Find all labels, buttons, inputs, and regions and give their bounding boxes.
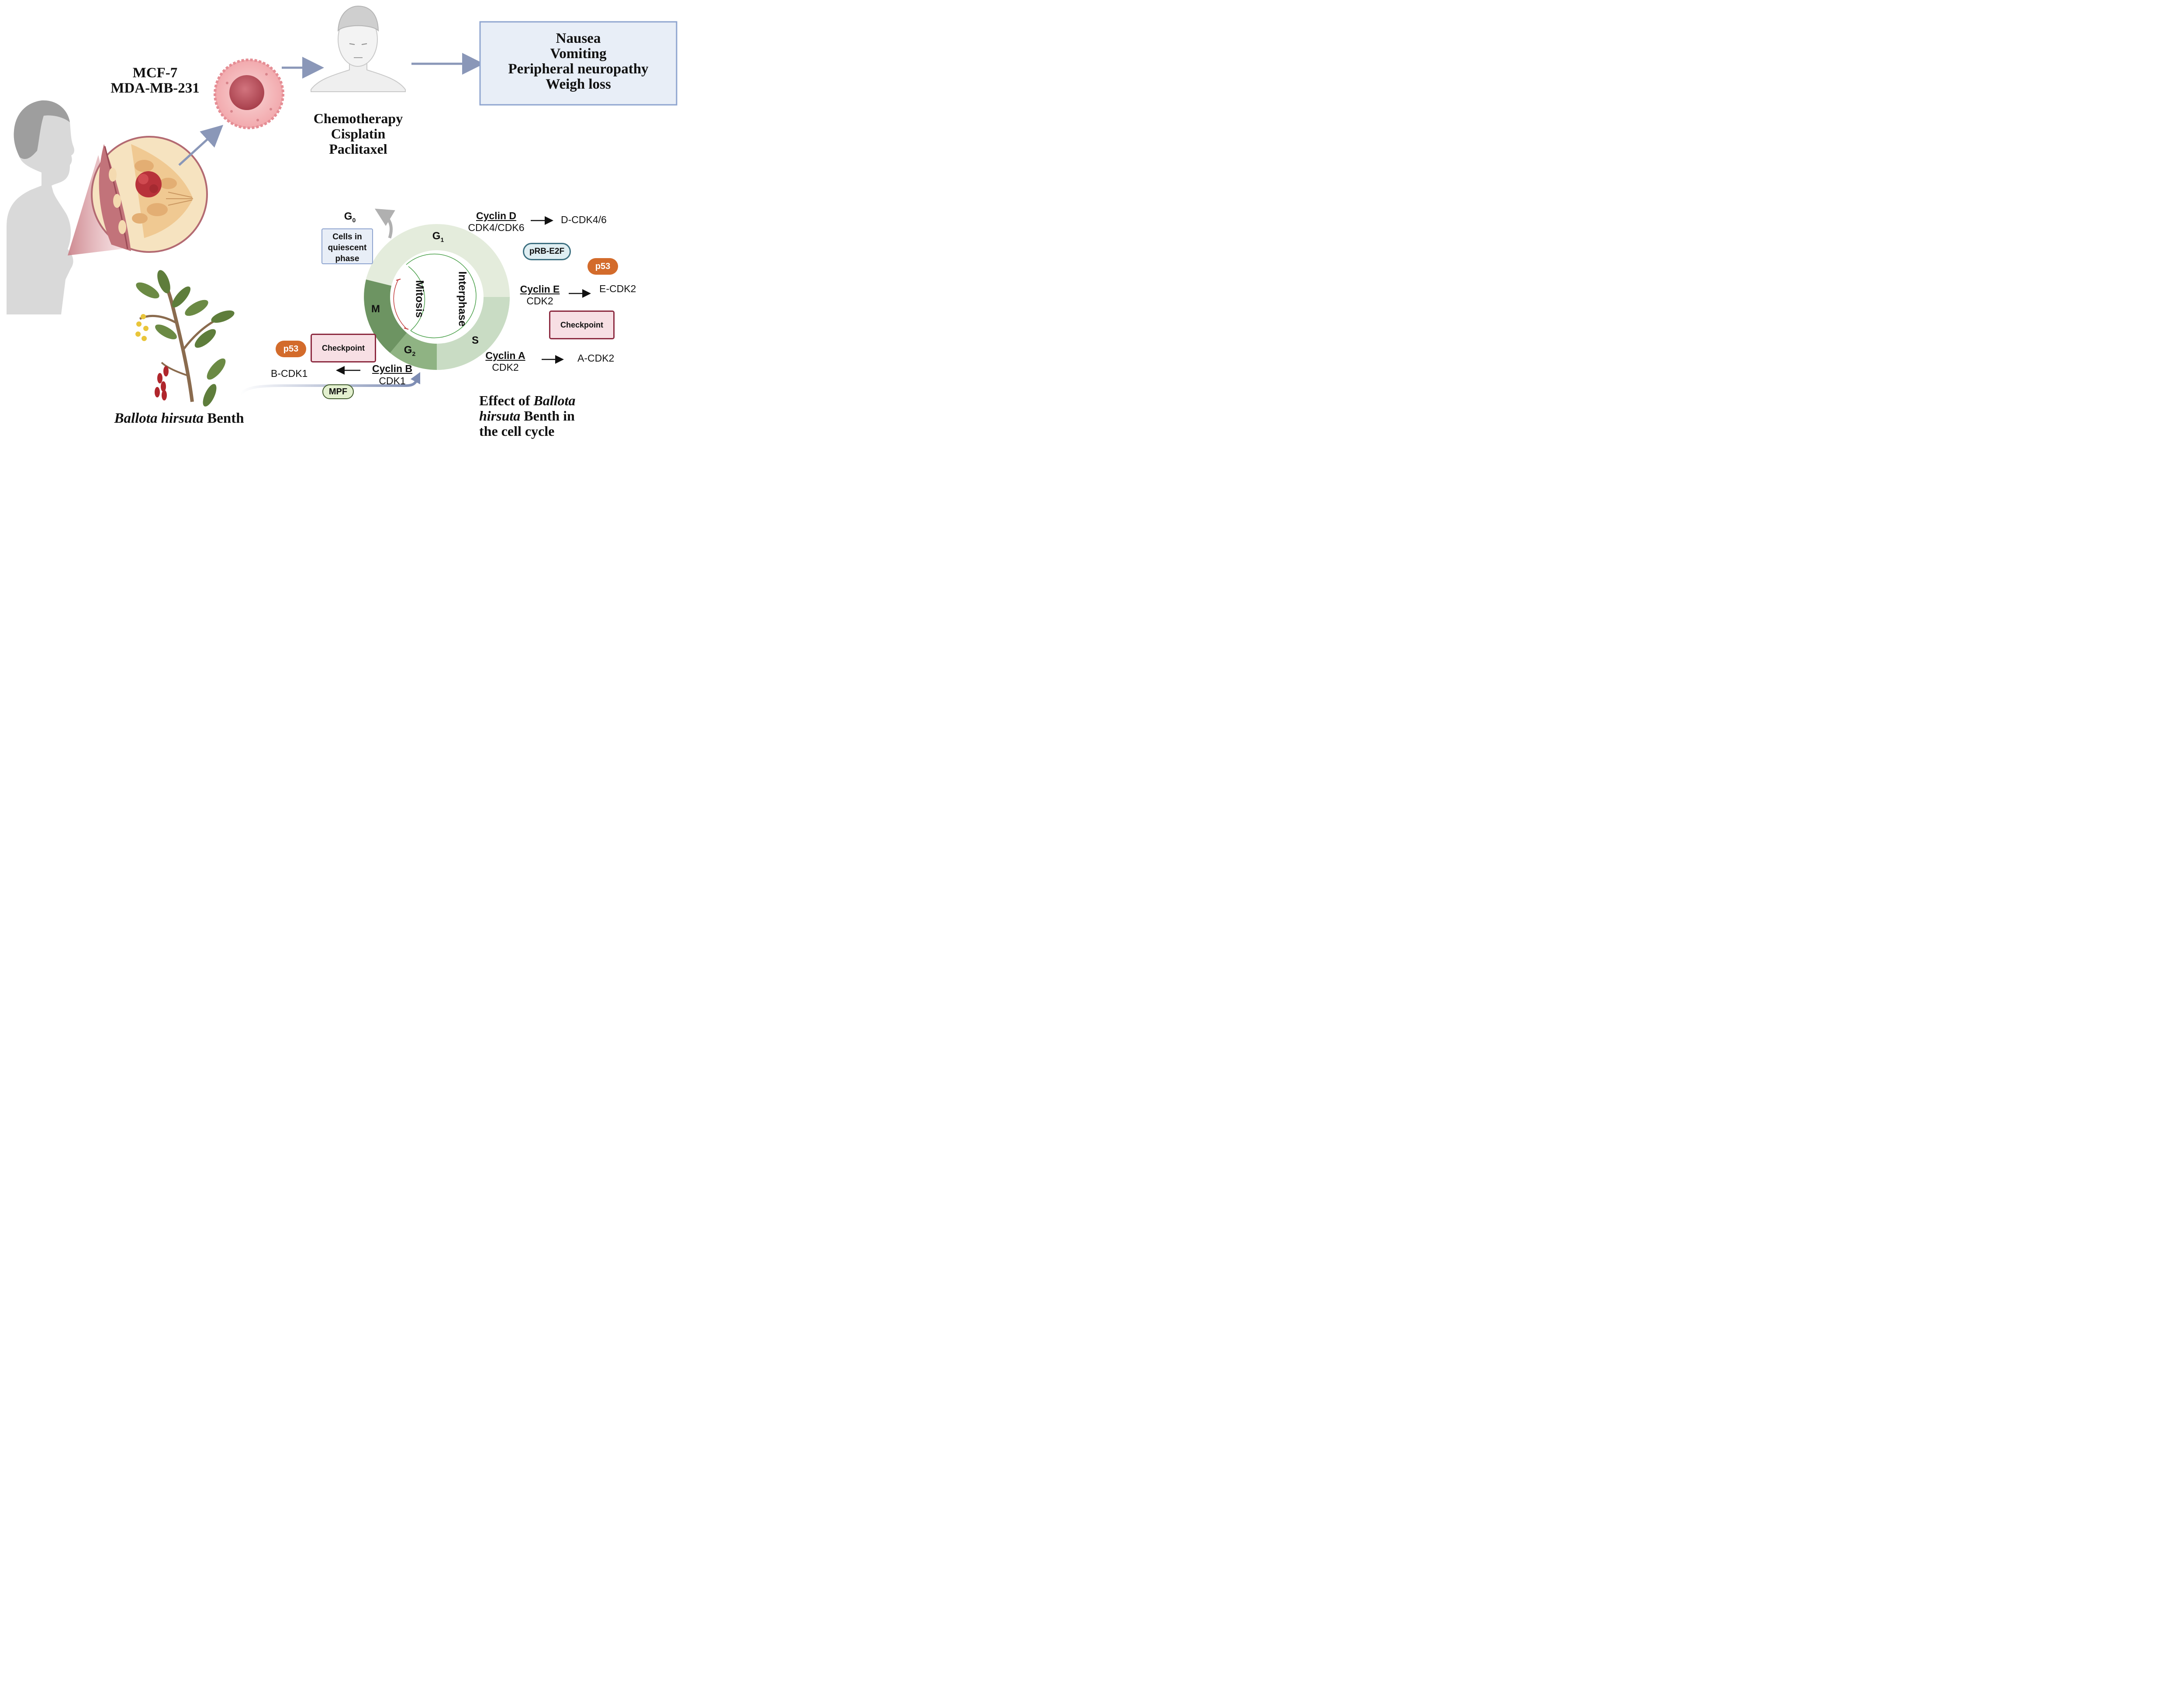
d-cdk-product: D-CDK4/6 — [561, 214, 607, 225]
e-cdk-product: E-CDK2 — [599, 283, 636, 294]
treatment-label: Chemotherapy Cisplatin Paclitaxel — [313, 110, 403, 157]
p53-badge-right: p53 — [587, 258, 618, 275]
mpf-badge: MPF — [322, 384, 354, 399]
cyclin-e-group: Cyclin E CDK2 — [520, 283, 560, 307]
plant-name: Ballota hirsuta Benth — [114, 411, 244, 426]
cell-lines-label: MCF-7 MDA-MB-231 — [111, 65, 200, 96]
figure-caption: Effect of Ballota hirsuta Benth in the c… — [479, 393, 576, 439]
s-label: S — [471, 335, 479, 346]
side-effects-box — [479, 21, 677, 106]
cell-cycle-wheel — [364, 224, 510, 370]
p53-badge-left: p53 — [276, 341, 306, 357]
mpf-arrow — [239, 379, 418, 396]
m-label: M — [371, 303, 380, 315]
cancer-cell-icon — [214, 59, 284, 129]
patient-icon — [311, 5, 406, 92]
checkpoint-box-right: Checkpoint — [549, 311, 615, 339]
cyclin-d-group: Cyclin D CDK4/CDK6 — [468, 210, 525, 233]
plant-icon — [135, 270, 235, 407]
arrow-to-cell — [178, 124, 224, 166]
b-cdk-product: B-CDK1 — [271, 368, 308, 379]
g1-label: G1 — [432, 230, 444, 243]
cyclin-b-group: Cyclin B CDK1 — [372, 363, 413, 386]
a-cdk-product: A-CDK2 — [577, 352, 615, 364]
checkpoint-box-left: Checkpoint — [311, 334, 376, 362]
g0-label: G0 — [344, 210, 356, 224]
quiescent-box: Cells in quiescent phase — [321, 228, 373, 264]
breast-tumor-icon — [91, 136, 208, 253]
side-effects-list: Nausea Vomiting Peripheral neuropathy We… — [508, 31, 649, 92]
woman-silhouette-icon — [7, 100, 75, 314]
mitosis-label: Mitosis — [413, 280, 426, 318]
interphase-label: Interphase — [456, 271, 469, 327]
prb-e2f-badge: pRB-E2F — [523, 243, 571, 260]
cyclin-a-group: Cyclin A CDK2 — [485, 350, 525, 373]
g0-arrow — [374, 208, 395, 239]
g2-label: G2 — [404, 344, 416, 357]
